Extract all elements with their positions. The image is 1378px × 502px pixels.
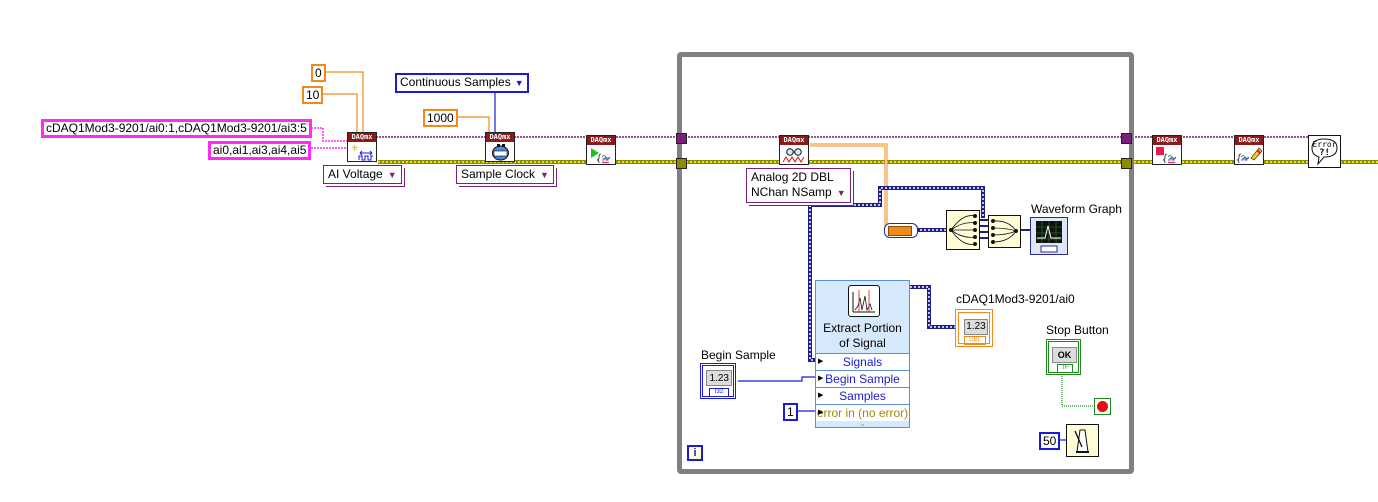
wait-ms-node[interactable] — [1066, 424, 1099, 457]
read-glasses-icon — [782, 148, 805, 163]
indicator-value: 1.23 — [964, 319, 988, 335]
extract-signal-icon — [848, 285, 880, 317]
build-array-node[interactable] — [988, 215, 1021, 248]
sample-mode-enum[interactable]: Continuous Samples▼ — [395, 73, 529, 93]
error-tunnel-out — [1121, 158, 1132, 169]
daqmx-stop-node[interactable]: DAQmx — [1152, 135, 1182, 165]
index-array-node[interactable] — [946, 210, 980, 250]
loop-condition-terminal[interactable] — [1094, 398, 1111, 415]
channel-indicator: 1.23 DBL — [955, 309, 993, 347]
input-error-in[interactable]: ▶error in (no error) — [816, 404, 909, 421]
index-array-icon — [949, 214, 977, 246]
stop-button-control[interactable]: OK TF — [1046, 339, 1081, 375]
physical-channel-wire — [305, 127, 347, 142]
enum-label: Continuous Samples — [400, 75, 511, 89]
input-label: Signals — [842, 355, 883, 369]
type-badge: I32 — [709, 388, 729, 397]
daqmx-clear-node[interactable]: DAQmx — [1234, 135, 1264, 165]
clock-icon — [492, 144, 509, 161]
daqmx-start-node[interactable]: DAQmx — [586, 135, 616, 165]
daqmx-header: DAQmx — [780, 136, 808, 145]
input-label: Samples — [839, 389, 886, 403]
read-type-selector[interactable]: Analog 2D DBL NChan NSamp ▼ — [746, 168, 851, 203]
daqmx-header: DAQmx — [348, 133, 376, 142]
dropdown-arrow-icon: ▼ — [387, 170, 397, 180]
graph-icon — [1036, 221, 1062, 253]
dropdown-arrow-icon: ▼ — [514, 78, 524, 88]
build-array-icon — [991, 219, 1018, 244]
channel-names-constant[interactable]: ai0,ai1,ai3,ai4,ai5 — [208, 141, 312, 160]
conversion-icon — [888, 226, 912, 236]
sample-clock-selector[interactable]: Sample Clock ▼ — [456, 165, 554, 184]
daqmx-read-node[interactable]: DAQmx — [779, 135, 809, 165]
index-constant[interactable]: 1 — [783, 403, 798, 421]
input-signals[interactable]: ▶Signals — [816, 353, 909, 370]
waveform-graph-terminal[interactable] — [1030, 217, 1068, 255]
start-play-icon — [591, 148, 611, 164]
input-samples[interactable]: ▶Samples — [816, 387, 909, 404]
express-title-line-1: Extract Portion — [823, 321, 902, 335]
to-dbl-conversion[interactable] — [884, 223, 918, 238]
simple-error-handler-node[interactable]: Error ?! — [1308, 135, 1341, 168]
input-begin-sample[interactable]: ▶Begin Sample — [816, 370, 909, 387]
min-value-constant[interactable]: 0 — [311, 64, 326, 82]
physical-channels-constant[interactable]: cDAQ1Mod3-9201/ai0:1,cDAQ1Mod3-9201/ai3:… — [41, 119, 312, 138]
dropdown-arrow-icon: ▼ — [540, 170, 549, 180]
ai-voltage-selector[interactable]: AI Voltage ▼ — [323, 165, 402, 184]
waveform-graph-label: Waveform Graph — [1031, 202, 1122, 216]
button-face: OK — [1052, 347, 1077, 363]
daqmx-create-channel-node[interactable]: DAQmx ✳ — [347, 132, 377, 162]
channel-indicator-label: cDAQ1Mod3-9201/ai0 — [956, 292, 1075, 306]
error-text: Error — [1312, 140, 1337, 149]
loop-iteration-terminal: i — [687, 445, 703, 461]
task-tunnel-in — [676, 133, 687, 144]
daqmx-header: DAQmx — [587, 136, 615, 145]
control-value: 1.23 — [706, 370, 732, 386]
extract-portion-of-signal-express-vi[interactable]: Extract Portion of Signal ▶Signals ▶Begi… — [815, 280, 910, 428]
error-bubble-icon — [1311, 138, 1338, 166]
daqmx-timing-node[interactable]: DAQmx — [485, 132, 515, 162]
create-channel-icon: ✳ — [351, 143, 373, 161]
daqmx-header: DAQmx — [486, 133, 514, 142]
stop-button-label: Stop Button — [1046, 323, 1109, 337]
metronome-icon — [1074, 429, 1089, 453]
selector-label: Sample Clock — [461, 167, 536, 181]
selector-line-1: Analog 2D DBL — [751, 170, 834, 184]
selector-line-2: NChan NSamp — [751, 185, 832, 199]
svg-text:✳: ✳ — [351, 143, 359, 153]
begin-sample-label: Begin Sample — [701, 348, 776, 362]
begin-sample-control[interactable]: 1.23 I32 — [700, 363, 736, 399]
type-badge: TF — [1057, 364, 1073, 373]
while-loop[interactable] — [677, 52, 1134, 474]
stop-square-icon — [1156, 147, 1177, 164]
wait-ms-constant[interactable]: 50 — [1039, 432, 1061, 450]
type-badge: DBL — [964, 336, 986, 345]
stop-if-true-icon — [1097, 401, 1108, 412]
max-value-constant[interactable]: 10 — [302, 86, 324, 104]
error-symbol: ?! — [1319, 148, 1330, 158]
selector-label: AI Voltage — [328, 167, 383, 181]
rate-constant[interactable]: 1000 — [423, 109, 458, 127]
expand-chevron-icon[interactable]: ⌄ — [859, 419, 866, 428]
input-label: error in (no error) — [816, 406, 909, 420]
express-title-line-2: of Signal — [839, 336, 886, 350]
dropdown-arrow-icon: ▼ — [836, 188, 846, 198]
task-tunnel-out — [1121, 133, 1132, 144]
eraser-icon — [1237, 147, 1262, 164]
daqmx-header: DAQmx — [1153, 136, 1181, 145]
daqmx-header: DAQmx — [1235, 136, 1263, 145]
error-tunnel-in — [676, 158, 687, 169]
input-label: Begin Sample — [825, 372, 900, 386]
